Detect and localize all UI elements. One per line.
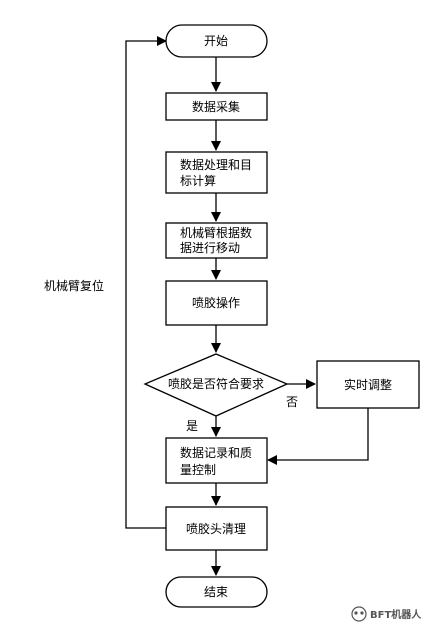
clean-box [165, 506, 268, 551]
connectors [125, 36, 369, 576]
arrow-reset-loop [125, 36, 167, 529]
nodes [143, 24, 420, 608]
adjust-box [316, 360, 420, 409]
clean-label: 喷胶头清理 [186, 521, 246, 536]
watermark-text: BFT机器人 [370, 608, 422, 621]
end-label: 结束 [204, 585, 228, 599]
move-box [165, 222, 268, 259]
collect-label: 数据采集 [192, 99, 240, 114]
move-label-line2: 据进行移动 [180, 241, 240, 255]
record-label-line1: 数据记录和质 [180, 445, 252, 460]
decision-diamond [143, 353, 289, 417]
collect-box [165, 92, 268, 121]
process-label-line2: 标计算 [180, 173, 216, 188]
start-label: 开始 [204, 34, 228, 48]
record-box [165, 437, 268, 484]
spray-box [165, 280, 268, 326]
adjust-label: 实时调整 [344, 377, 392, 392]
no-label: 否 [286, 395, 298, 409]
record-label-line2: 量控制 [180, 463, 216, 477]
start-terminal [165, 24, 268, 58]
decision-label: 喷胶是否符合要求 [168, 376, 264, 391]
process-box [165, 151, 268, 194]
arrow-adjust-to-record [267, 408, 369, 465]
watermark: BFT机器人 [351, 606, 422, 622]
reset-label: 机械臂复位 [44, 278, 104, 293]
spray-label: 喷胶操作 [192, 295, 240, 310]
wechat-logo-icon [351, 606, 367, 622]
process-label-line1: 数据处理和目 [180, 157, 252, 172]
end-terminal [165, 576, 268, 608]
move-label-line1: 机械臂根据数 [180, 225, 252, 240]
yes-label: 是 [186, 419, 198, 433]
